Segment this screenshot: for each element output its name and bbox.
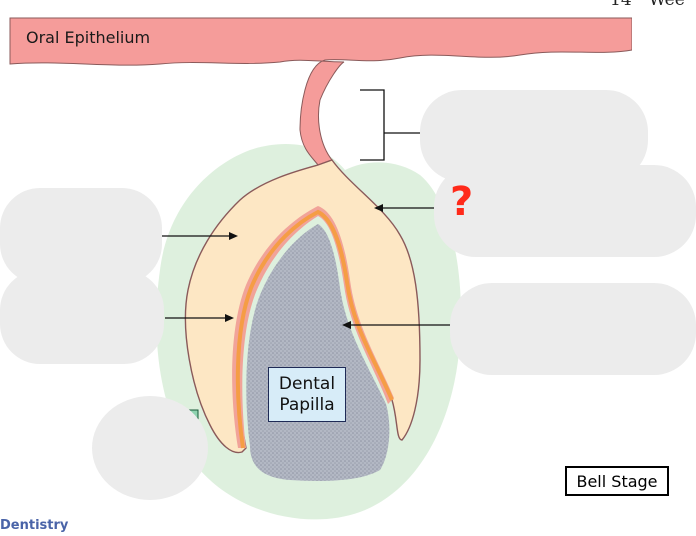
band-end-patch — [632, 14, 650, 84]
label-cover-outer-epithelium[interactable] — [434, 165, 696, 257]
arrow-outer-epithelium — [374, 204, 436, 212]
dental-papilla-label: Dental Papilla — [268, 367, 346, 422]
dental-papilla-label-line1: Dental — [278, 373, 336, 394]
label-cover-inner-epithelium[interactable] — [0, 270, 164, 364]
inner-enamel-epithelium — [232, 206, 394, 448]
label-cover-odontoblasts[interactable] — [450, 283, 696, 375]
source-footer: Dentistry — [0, 518, 69, 533]
label-cover-stellate[interactable] — [0, 188, 162, 284]
arrow-odontoblasts — [342, 321, 452, 329]
arrow-stellate-reticulum — [162, 232, 238, 240]
arrow-inner-epithelium — [165, 314, 234, 322]
week-heading: 14ᵗʰ Wee — [610, 0, 685, 10]
dental-papilla-label-line2: Papilla — [279, 394, 335, 415]
dental-lamina-bracket — [360, 89, 422, 161]
question-mark-icon: ? — [450, 179, 474, 225]
bell-stage-label: Bell Stage — [565, 466, 669, 496]
oral-epithelium-label: Oral Epithelium — [26, 28, 151, 47]
label-cover-dental-lamina[interactable] — [420, 90, 648, 182]
label-cover-follicle[interactable] — [92, 396, 208, 500]
